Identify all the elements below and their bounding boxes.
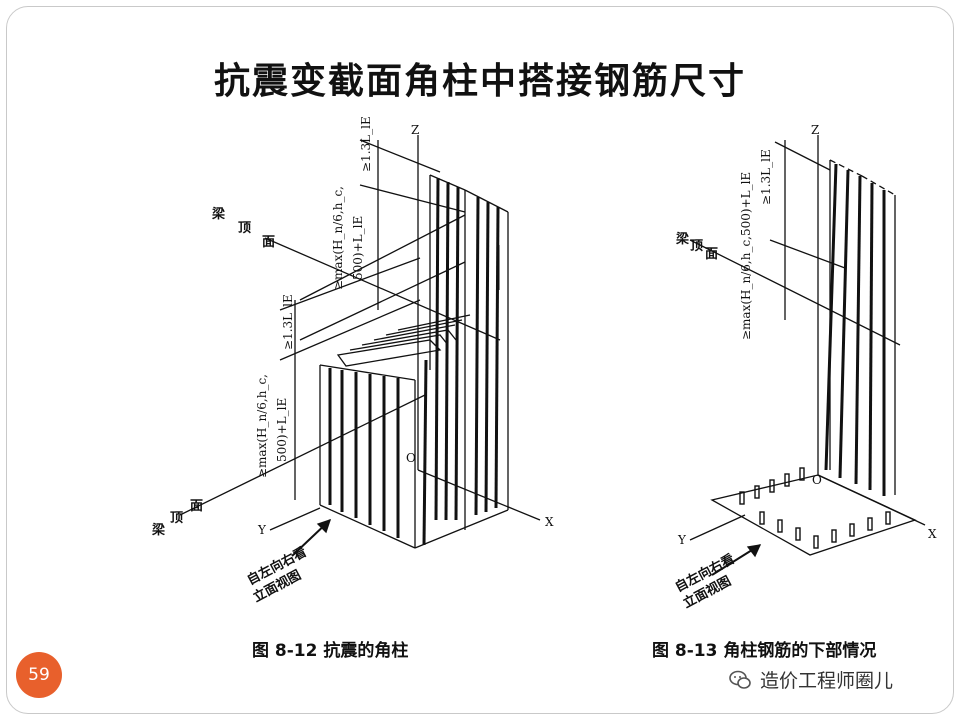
- page-number-badge: 59: [16, 652, 62, 698]
- slide-frame: [6, 6, 954, 714]
- slide-title: 抗震变截面角柱中搭接钢筋尺寸: [213, 60, 746, 102]
- right-axis-y-label: Y: [677, 533, 687, 547]
- left-beam-plane-upper-b: [299, 214, 466, 301]
- left-dim-max-upper-2: 500)+L_lE: [351, 216, 365, 280]
- right-beam-top-char-3: 面: [705, 247, 718, 262]
- right-y-axis: [689, 514, 746, 541]
- left-x-axis: [417, 469, 541, 521]
- left-beam-top-lower-char-1: 梁: [151, 522, 166, 538]
- left-beam-top-lower-line: [179, 394, 426, 516]
- right-x-axis: [817, 474, 926, 526]
- left-beam-top-lower-char-2: 顶: [170, 511, 183, 526]
- left-dim-max-lower-2: 500)+L_lE: [275, 398, 289, 462]
- left-dim-lap-upper: ≥1.3L_lE: [359, 116, 373, 172]
- right-dim-lap: ≥1.3L_lE: [759, 149, 773, 205]
- left-beam-top-upper-char-1: 梁: [211, 206, 226, 222]
- left-dim-max-lower-1: ≥max(H_n/6,h_c,: [255, 374, 269, 478]
- watermark-text: 造价工程师圈儿: [760, 670, 894, 692]
- left-dim-lap-lower: ≥1.3L_lE: [281, 294, 295, 350]
- right-figure-caption: 图 8-13 角柱钢筋的下部情况: [652, 641, 877, 661]
- right-beam-top-char-2: 顶: [690, 239, 703, 254]
- left-axis-z-label: Z: [411, 123, 419, 137]
- right-dim-max: ≥max(H_n/6,h_c,500)+L_lE: [739, 172, 753, 340]
- right-axis-z-label: Z: [811, 123, 819, 137]
- right-origin-label: O: [812, 473, 822, 487]
- left-origin-label: O: [406, 451, 416, 465]
- left-beam-top-upper-char-3: 面: [262, 235, 275, 250]
- left-beam-top-lower-char-3: 面: [190, 499, 203, 514]
- right-beam-top-line: [689, 239, 901, 346]
- right-axis-x-label: X: [928, 527, 937, 541]
- left-upper-column: [429, 174, 509, 530]
- right-stub-bars: [739, 467, 891, 549]
- left-dim-max-upper-1: ≥max(H_n/6,h_c,: [331, 186, 345, 290]
- watermark: 造价工程师圈儿: [728, 666, 893, 693]
- left-figure-caption: 图 8-12 抗震的角柱: [252, 641, 409, 661]
- right-beam-top-char-1: 梁: [675, 231, 690, 247]
- right-column: [824, 159, 896, 496]
- left-beam-top-upper-line: [264, 237, 501, 341]
- left-axis-y-label: Y: [257, 523, 267, 537]
- wechat-icon: [729, 670, 751, 689]
- left-lower-column: [319, 314, 509, 549]
- left-beam-top-upper-char-2: 顶: [238, 221, 251, 236]
- left-beam-plane-upper-a: [299, 261, 466, 341]
- left-axis-x-label: X: [545, 515, 554, 529]
- left-y-axis: [269, 507, 321, 531]
